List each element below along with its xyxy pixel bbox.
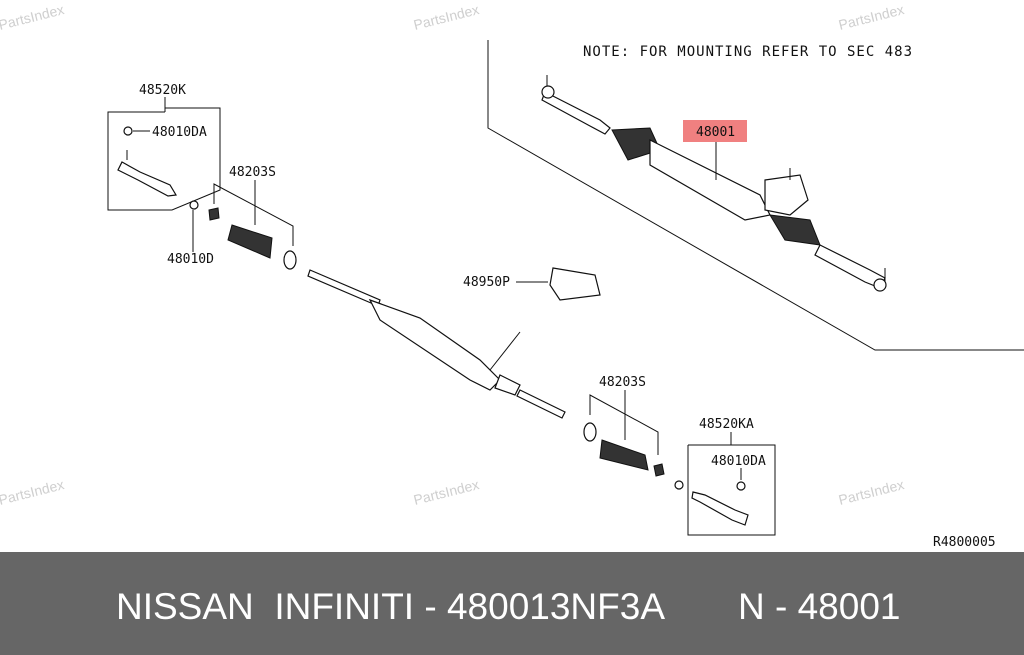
assembly-frame xyxy=(487,40,1024,351)
tie-rod-end-left xyxy=(117,161,177,197)
diagram-code: R4800005 xyxy=(933,535,996,550)
footer-ref: N - 48001 xyxy=(738,586,901,627)
watermark: PartsIndex xyxy=(837,476,906,508)
footer-bar: NISSAN INFINITI - 480013NF3A N - 48001 xyxy=(0,552,1024,655)
highlight-48001 xyxy=(683,120,747,142)
label-48203S-left[interactable]: 48203S xyxy=(229,165,276,180)
label-48010DA-right[interactable]: 48010DA xyxy=(711,454,766,469)
watermark: PartsIndex xyxy=(0,476,66,508)
mounting-note: NOTE: FOR MOUNTING REFER TO SEC 483 xyxy=(583,44,913,60)
footer-title: NISSAN INFINITI - 480013NF3A xyxy=(116,586,666,627)
label-48001[interactable]: 48001 xyxy=(696,125,735,140)
tie-rod-box-right xyxy=(687,444,776,536)
diagram-canvas: PartsIndex PartsIndex PartsIndex PartsIn… xyxy=(0,1,1024,550)
tie-rod-end-right xyxy=(691,491,749,526)
label-48950P[interactable]: 48950P xyxy=(463,275,510,290)
clamp-left xyxy=(283,250,297,270)
label-48010DA-left[interactable]: 48010DA xyxy=(152,125,207,140)
exploded-rack-drawing xyxy=(307,269,566,419)
label-48520KA[interactable]: 48520KA xyxy=(699,417,754,432)
watermark: PartsIndex xyxy=(837,1,906,33)
boot-left xyxy=(227,224,273,259)
assembled-rack-drawing xyxy=(541,75,887,292)
watermark: PartsIndex xyxy=(412,1,481,33)
label-48010D[interactable]: 48010D xyxy=(167,252,214,267)
label-48520K[interactable]: 48520K xyxy=(139,83,186,98)
boot-right xyxy=(599,439,649,471)
insulator xyxy=(549,267,601,301)
watermark: PartsIndex xyxy=(0,1,66,33)
label-48203S-right[interactable]: 48203S xyxy=(599,375,646,390)
watermark: PartsIndex xyxy=(412,476,481,508)
watermarks: PartsIndex PartsIndex PartsIndex PartsIn… xyxy=(0,1,906,508)
nut-icon xyxy=(123,126,133,136)
clamp-right xyxy=(583,422,597,442)
tie-rod-box-left xyxy=(107,107,221,211)
